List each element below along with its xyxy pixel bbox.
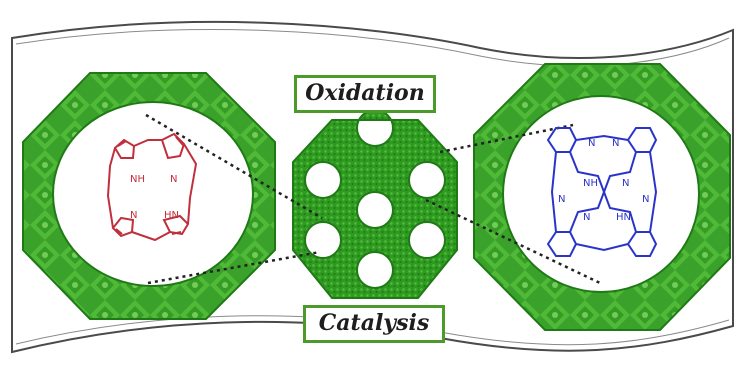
pc-atom-n-6: N [642,194,649,205]
pc-atom-n-1: N [588,138,595,149]
pc-atom-n-2: N [612,138,619,149]
right-octagon-framework [473,63,731,331]
catalysis-label: Catalysis [303,305,445,343]
pc-atom-n-5: N [583,212,590,223]
pc-atom-nh: NH [583,178,598,189]
pc-atom-hn: HN [616,212,631,223]
porphyrin-atom-n-bottom: N [130,210,137,221]
porphyrin-atom-nh: NH [130,174,145,185]
connector-right-top [439,123,574,154]
porphyrin-atom-hn: HN [164,210,179,221]
left-octagon-framework [22,72,276,320]
phthalocyanine-molecule [546,127,658,257]
porphyrin-molecule [106,132,198,242]
pc-atom-n-3: N [622,178,629,189]
porphyrin-atom-n-top: N [170,174,177,185]
hexagonal-porous-framework [292,109,458,299]
connector-left-top [145,113,323,220]
connector-left-bottom [147,250,321,285]
dotted-connectors [145,113,601,285]
oxidation-label: Oxidation [294,75,436,113]
pc-atom-n-4: N [558,194,565,205]
